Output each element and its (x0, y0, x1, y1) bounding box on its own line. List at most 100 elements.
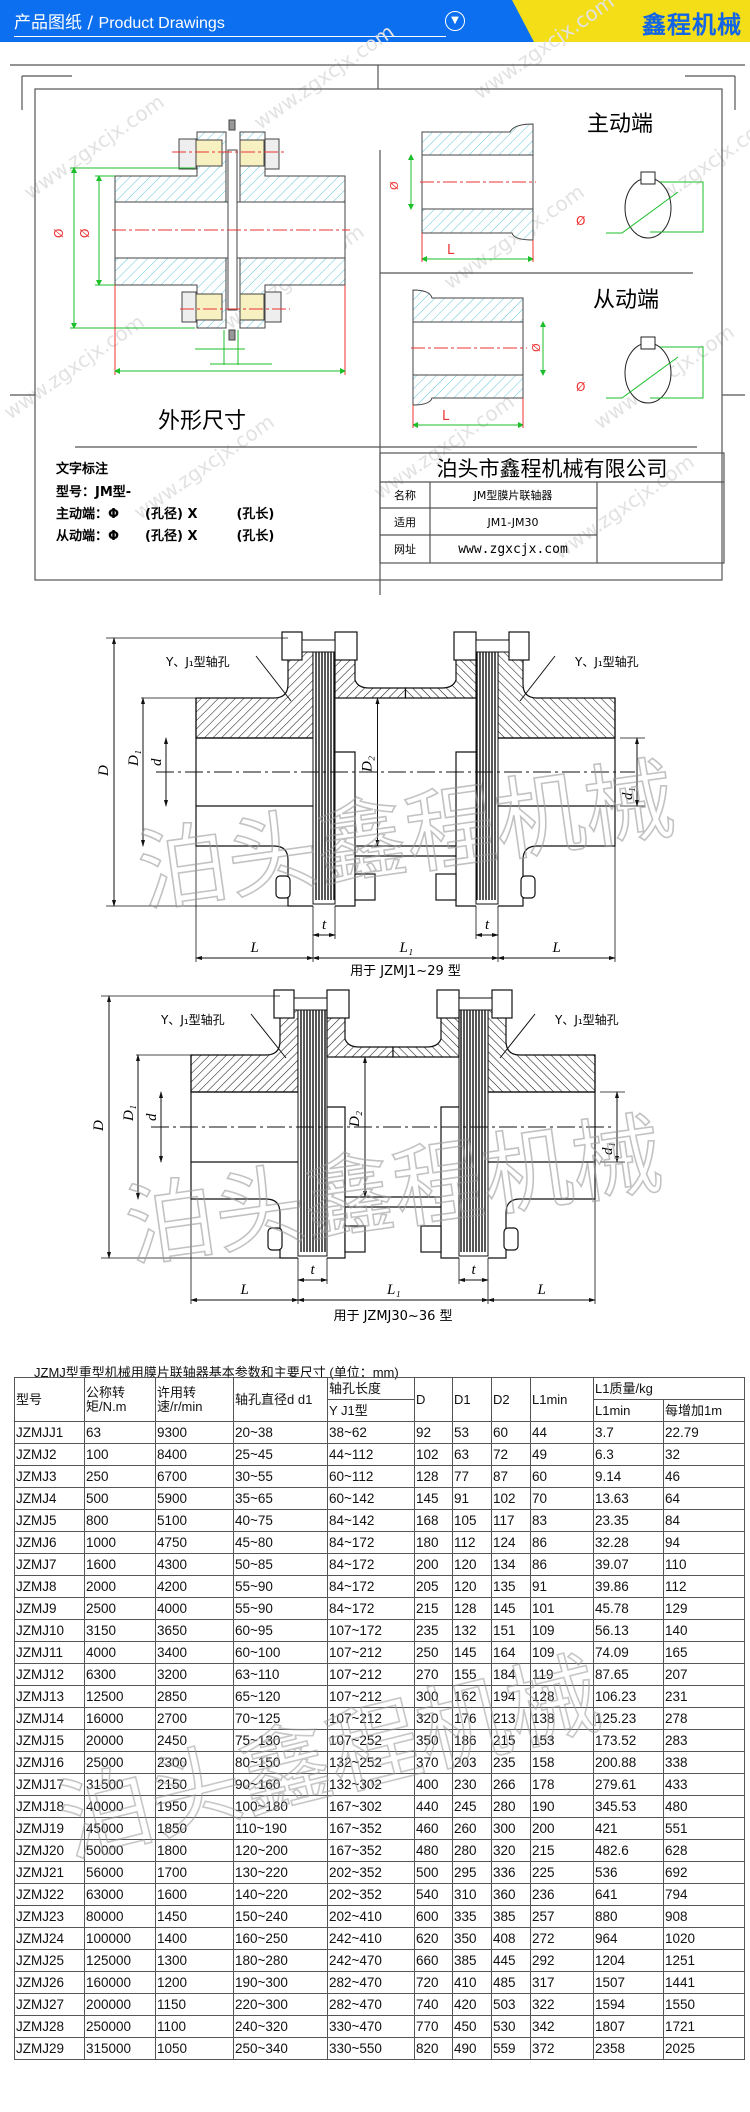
cell-speed: 5900 (155, 1487, 234, 1510)
drawing-caption: 用于 JZMJ1~29 型 (350, 964, 461, 979)
cell-mass-per-m: 231 (663, 1685, 745, 1708)
cell-torque: 20000 (84, 1729, 156, 1752)
cell-model: JZMJ6 (14, 1531, 85, 1554)
cell-D2: 134 (491, 1553, 531, 1576)
cell-speed: 8400 (155, 1443, 234, 1466)
title-value-applies: JM1-JM30 (486, 516, 538, 529)
cell-speed: 3200 (155, 1663, 234, 1686)
cell-torque: 2500 (84, 1597, 156, 1620)
cell-D: 820 (414, 2037, 453, 2060)
drawing-frame (34, 88, 723, 581)
cell-mass-per-m: 140 (663, 1619, 745, 1642)
cell-D2: 194 (491, 1685, 531, 1708)
cell-mass-l1min: 9.14 (593, 1465, 664, 1488)
section-title-cn: 产品图纸 (14, 13, 82, 33)
cell-D1: 186 (452, 1729, 492, 1752)
cell-speed: 1450 (155, 1905, 234, 1928)
cell-D2: 385 (491, 1905, 531, 1928)
notes-driving-end: 主动端：Φ (孔径) X (孔长) (56, 506, 274, 522)
cell-mass-l1min: 3.7 (593, 1421, 664, 1444)
bolt-nut (436, 989, 460, 1019)
cell-bore: 250~340 (233, 2037, 328, 2060)
cell-mass-l1min: 56.13 (593, 1619, 664, 1642)
cell-D2: 235 (491, 1751, 531, 1774)
cell-D2: 135 (491, 1575, 531, 1598)
cell-mass-per-m: 64 (663, 1487, 745, 1510)
cell-model: JZMJ16 (14, 1751, 85, 1774)
cell-model: JZMJ18 (14, 1795, 85, 1818)
cell-model: JZMJ10 (14, 1619, 85, 1642)
text-annotation-block: 文字标注 型号：JM型- 主动端：Φ (孔径) X (孔长) 从动端：Φ (孔径… (56, 461, 274, 544)
cell-mass-l1min: 1594 (593, 1993, 664, 2016)
cell-bore: 60~100 (233, 1641, 328, 1664)
cell-D: 235 (414, 1619, 453, 1642)
cell-mass-per-m: 112 (663, 1575, 745, 1598)
cell-D1: 128 (452, 1597, 492, 1620)
driving-end-label: 主动端 (587, 112, 653, 137)
cell-D1: 420 (452, 1993, 492, 2016)
label-D1: D₁ (126, 750, 142, 767)
cell-speed: 3650 (155, 1619, 234, 1642)
cell-mass-per-m: 338 (663, 1751, 745, 1774)
spacer-outline (327, 1106, 393, 1259)
cell-L1min: 178 (530, 1773, 594, 1796)
cell-D: 168 (414, 1509, 453, 1532)
dim-phi-outer: Ø (52, 229, 66, 238)
bolt-shank (475, 639, 510, 653)
circle-chevron-down-icon[interactable]: ▼ (445, 11, 465, 31)
cell-bore: 110~190 (233, 1817, 328, 1840)
outline-dimensions-label: 外形尺寸 (158, 409, 246, 434)
cell-D1: 450 (452, 2015, 492, 2038)
cell-mass-l1min: 32.28 (593, 1531, 664, 1554)
cell-length: 44~112 (327, 1443, 415, 1466)
cell-bore: 55~90 (233, 1575, 328, 1598)
cell-L1min: 322 (530, 1993, 594, 2016)
cell-mass-l1min: 45.78 (593, 1597, 664, 1620)
bolt-nut (281, 631, 303, 661)
cell-mass-per-m: 32 (663, 1443, 745, 1466)
title-label-name: 名称 (394, 488, 416, 502)
dim-bore-phi-driven: Ø (530, 343, 543, 352)
left-half-coupling (195, 631, 407, 907)
brand-name: 鑫程机械 (642, 11, 742, 39)
cell-model: JZMJ14 (14, 1707, 85, 1730)
cell-length: 330~550 (327, 2037, 415, 2060)
cell-model: JZMJ27 (14, 1993, 85, 2016)
cell-bore: 35~65 (233, 1487, 328, 1510)
cell-mass-l1min: 23.35 (593, 1509, 664, 1532)
cell-L1min: 257 (530, 1905, 594, 1928)
cell-D2: 485 (491, 1971, 531, 1994)
cell-D1: 155 (452, 1663, 492, 1686)
cell-torque: 63000 (84, 1883, 156, 1906)
cell-D: 350 (414, 1729, 453, 1752)
cell-D: 500 (414, 1861, 453, 1884)
cell-D: 180 (414, 1531, 453, 1554)
cell-mass-per-m: 22.79 (663, 1421, 745, 1444)
bolt-head (503, 1227, 519, 1251)
cell-model: JZMJ17 (14, 1773, 85, 1796)
cell-mass-per-m: 692 (663, 1861, 745, 1884)
cell-speed: 4300 (155, 1553, 234, 1576)
cell-L1min: 60 (530, 1465, 594, 1488)
cell-L1min: 101 (530, 1597, 594, 1620)
cell-torque: 250000 (84, 2015, 156, 2038)
cell-length: 167~352 (327, 1817, 415, 1840)
bolt-nut (453, 631, 477, 661)
label-L-left: L (240, 1282, 249, 1298)
label-D1: D₁ (121, 1105, 137, 1122)
cell-D: 770 (414, 2015, 453, 2038)
parameter-table: 型号 公称转矩/N.m 许用转速/r/min 轴孔直径d d1 轴孔长度 D D… (14, 1377, 745, 2060)
bolt-nut (491, 989, 513, 1019)
cell-mass-per-m: 110 (663, 1553, 745, 1576)
cell-mass-l1min: 279.61 (593, 1773, 664, 1796)
bolt-nut (326, 989, 350, 1019)
cell-mass-per-m: 207 (663, 1663, 745, 1686)
cell-speed: 1100 (155, 2015, 234, 2038)
bolt-head (267, 1227, 283, 1251)
cell-torque: 40000 (84, 1795, 156, 1818)
bolt-nut (435, 873, 457, 901)
